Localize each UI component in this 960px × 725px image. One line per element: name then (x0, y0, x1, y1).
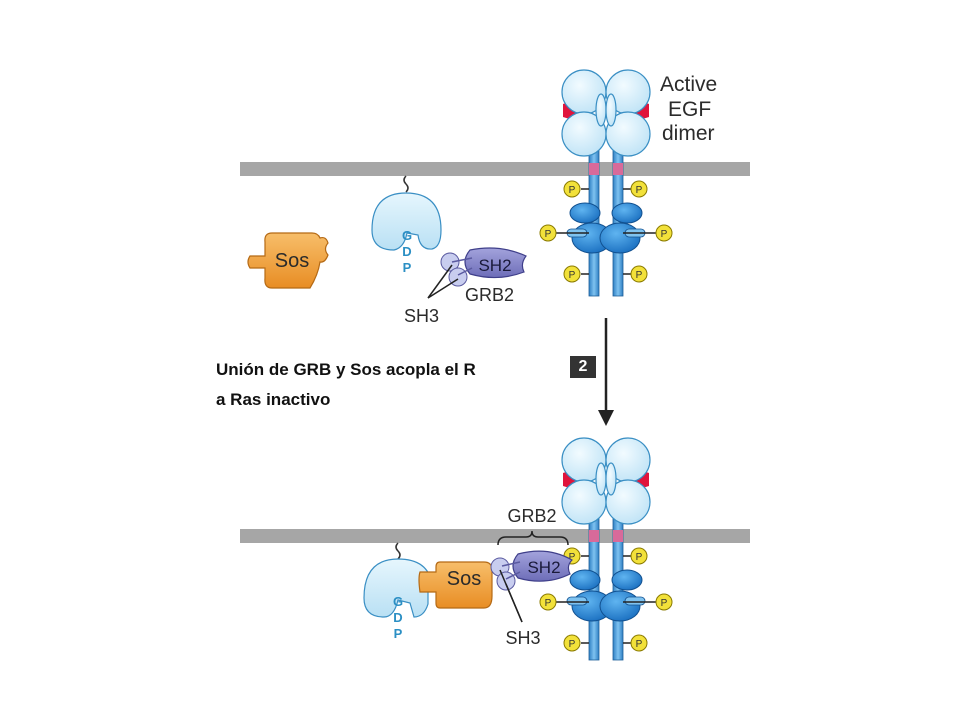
grb2-bracket (497, 530, 569, 546)
sos-label-bottom: Sos (447, 568, 481, 590)
sh3-label-bottom: SH3 (505, 628, 540, 648)
phosphate-label: P (569, 270, 576, 281)
phospho-groups-bottom (556, 555, 656, 644)
transmembrane-band-left-bottom (589, 530, 599, 542)
membrane-top (240, 162, 750, 176)
sh2-label-top: SH2 (478, 256, 511, 275)
phosphate-6-top: P (630, 265, 648, 283)
phosphate-label: P (545, 229, 552, 240)
gdp-letter-d: D (393, 610, 402, 625)
phosphate-5-top: P (563, 265, 581, 283)
sh2-domain-top (464, 247, 527, 279)
transmembrane-band-right (613, 163, 623, 175)
egf-dimer-label-line1: Active (660, 73, 717, 96)
gdp-letter-g: G (402, 228, 412, 243)
egf-dimer-label-line2: EGF (668, 98, 711, 121)
phosphate-label: P (636, 552, 643, 563)
phosphate-4-bottom: P (655, 593, 673, 611)
ras-protein-bottom (363, 558, 433, 618)
sh3-domain-top-a (440, 252, 460, 272)
sh2-label-bottom: SH2 (527, 558, 560, 577)
gdp-letter-p: P (394, 626, 403, 641)
kinase-domains-bottom (566, 569, 646, 622)
transmembrane-band-left (589, 163, 599, 175)
phosphate-label: P (545, 598, 552, 609)
transmembrane-band-right-bottom (613, 530, 623, 542)
sos-protein-top: Sos (247, 232, 329, 289)
top-panel: P P P P P P Active EGF dimer Sos (240, 69, 750, 326)
phosphate-4-top: P (655, 224, 673, 242)
caption: Unión de GRB y Sos acopla el R a Ras ina… (216, 355, 556, 415)
sos-protein-bottom: Sos (418, 561, 493, 609)
egf-receptor-extracellular-top (561, 69, 651, 157)
egf-receptor-extracellular-bottom (561, 437, 651, 525)
grb2-label-top: GRB2 (465, 285, 514, 305)
gdp-letter-d: D (402, 244, 411, 259)
ras-protein-top (371, 192, 442, 251)
phosphate-2-bottom: P (630, 547, 648, 565)
phosphate-2-top: P (630, 180, 648, 198)
phosphate-1-top: P (563, 180, 581, 198)
phosphate-label: P (569, 639, 576, 650)
phosphate-label: P (569, 185, 576, 196)
gdp-letter-p: P (403, 260, 412, 275)
phosphate-label: P (636, 185, 643, 196)
phosphate-label: P (636, 639, 643, 650)
sh3-pointer-top-1 (427, 264, 453, 299)
caption-line-2: a Ras inactivo (216, 390, 331, 409)
grb2-protein-top: SH2 (440, 247, 527, 287)
membrane-bottom (240, 529, 750, 543)
phosphate-label: P (569, 552, 576, 563)
phosphate-6-bottom: P (630, 634, 648, 652)
grb2-protein-bottom: SH2 (490, 550, 573, 591)
phosphate-5-bottom: P (563, 634, 581, 652)
sos-label-top: Sos (275, 250, 309, 272)
gdp-label-top: G D P (402, 228, 412, 275)
bottom-panel: P P P P P P GRB2 G D (240, 437, 750, 661)
phosphate-3-top: P (539, 224, 557, 242)
gdp-label-bottom: G D P (393, 594, 403, 641)
sh3-domain-bottom-b (496, 571, 516, 591)
phosphate-label: P (661, 229, 668, 240)
transition-arrow (598, 318, 614, 426)
phosphate-label: P (661, 598, 668, 609)
phospho-groups-top (556, 188, 656, 275)
sh2-domain-bottom (512, 550, 573, 582)
phosphate-3-bottom: P (539, 593, 557, 611)
phosphate-label: P (636, 270, 643, 281)
ras-lipid-anchor-top (403, 175, 409, 193)
ras-lipid-anchor-bottom (395, 542, 401, 560)
gdp-letter-g: G (393, 594, 403, 609)
sh3-pointer-top-2 (427, 278, 459, 299)
sh3-label-top: SH3 (404, 306, 439, 326)
kinase-domains-top (566, 202, 646, 254)
sh3-pointer-bottom-2 (505, 583, 523, 623)
step-number-badge: 2 (570, 356, 596, 378)
caption-line-1: Unión de GRB y Sos acopla el R (216, 360, 476, 379)
egf-dimer-label-line3: dimer (662, 122, 715, 145)
grb2-label-bottom: GRB2 (507, 506, 556, 526)
